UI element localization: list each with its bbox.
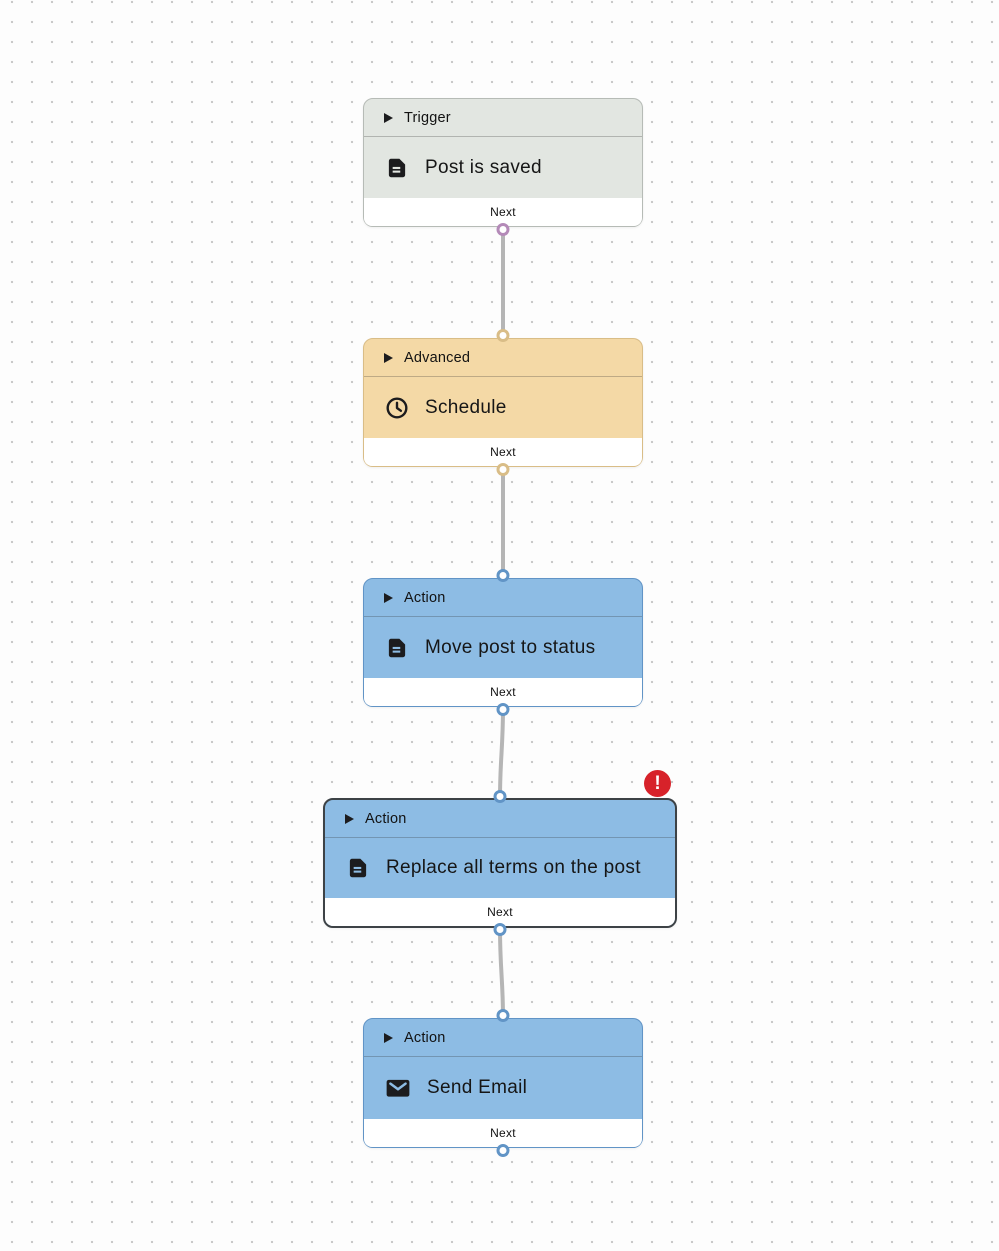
collapse-triangle-icon[interactable] <box>384 1032 393 1043</box>
node-type-label: Action <box>404 1029 446 1046</box>
node-header[interactable]: Advanced <box>364 339 642 377</box>
input-port[interactable] <box>496 569 510 582</box>
input-port[interactable] <box>496 329 510 342</box>
node-body: Post is saved <box>364 137 642 198</box>
node-title: Send Email <box>427 1077 528 1098</box>
collapse-triangle-icon[interactable] <box>384 352 393 363</box>
next-branch-label: Next <box>490 1126 516 1140</box>
connection-line <box>498 926 505 1020</box>
output-port[interactable] <box>496 1144 510 1157</box>
error-badge[interactable]: ! <box>644 770 671 797</box>
email-icon <box>384 1075 412 1101</box>
output-port[interactable] <box>496 703 510 716</box>
next-branch-label: Next <box>490 445 516 459</box>
node-footer: Next <box>364 1119 642 1147</box>
output-port[interactable] <box>493 923 507 936</box>
node-action-replace-all-terms[interactable]: ! Action Replace all terms on the post N… <box>323 770 677 936</box>
node-type-label: Action <box>404 589 446 606</box>
node-body: Replace all terms on the post <box>325 838 675 898</box>
post-icon <box>384 635 410 661</box>
node-title: Post is saved <box>425 156 542 178</box>
node-action-send-email[interactable]: Action Send Email Next <box>363 1009 643 1157</box>
node-type-label: Advanced <box>404 349 471 366</box>
input-port[interactable] <box>493 790 507 803</box>
node-footer: Next <box>364 678 642 706</box>
node-body: Send Email <box>364 1057 642 1119</box>
node-header[interactable]: Action <box>325 800 675 838</box>
next-branch-label: Next <box>490 205 516 219</box>
node-header[interactable]: Action <box>364 579 642 617</box>
input-port[interactable] <box>496 1009 510 1022</box>
node-action-move-post-to-status[interactable]: Action Move post to status Next <box>363 569 643 716</box>
collapse-triangle-icon[interactable] <box>384 112 393 123</box>
node-footer: Next <box>325 898 675 926</box>
collapse-triangle-icon[interactable] <box>384 592 393 603</box>
node-footer: Next <box>364 438 642 466</box>
node-body: Schedule <box>364 377 642 438</box>
node-title: Schedule <box>425 396 507 418</box>
node-header[interactable]: Action <box>364 1019 642 1057</box>
node-type-label: Action <box>365 810 407 827</box>
next-branch-label: Next <box>487 905 513 919</box>
output-port[interactable] <box>496 223 510 236</box>
node-title: Move post to status <box>425 636 596 658</box>
post-icon <box>384 155 410 181</box>
post-icon <box>345 855 371 881</box>
output-port[interactable] <box>496 463 510 476</box>
node-type-label: Trigger <box>404 109 451 126</box>
node-body: Move post to status <box>364 617 642 678</box>
node-title: Replace all terms on the post <box>386 857 641 878</box>
collapse-triangle-icon[interactable] <box>345 813 354 824</box>
node-header[interactable]: Trigger <box>364 99 642 137</box>
connection-line <box>498 705 505 800</box>
node-trigger-post-is-saved[interactable]: Trigger Post is saved Next <box>363 98 643 236</box>
next-branch-label: Next <box>490 685 516 699</box>
node-footer: Next <box>364 198 642 226</box>
clock-icon <box>384 395 410 421</box>
node-advanced-schedule[interactable]: Advanced Schedule Next <box>363 329 643 476</box>
